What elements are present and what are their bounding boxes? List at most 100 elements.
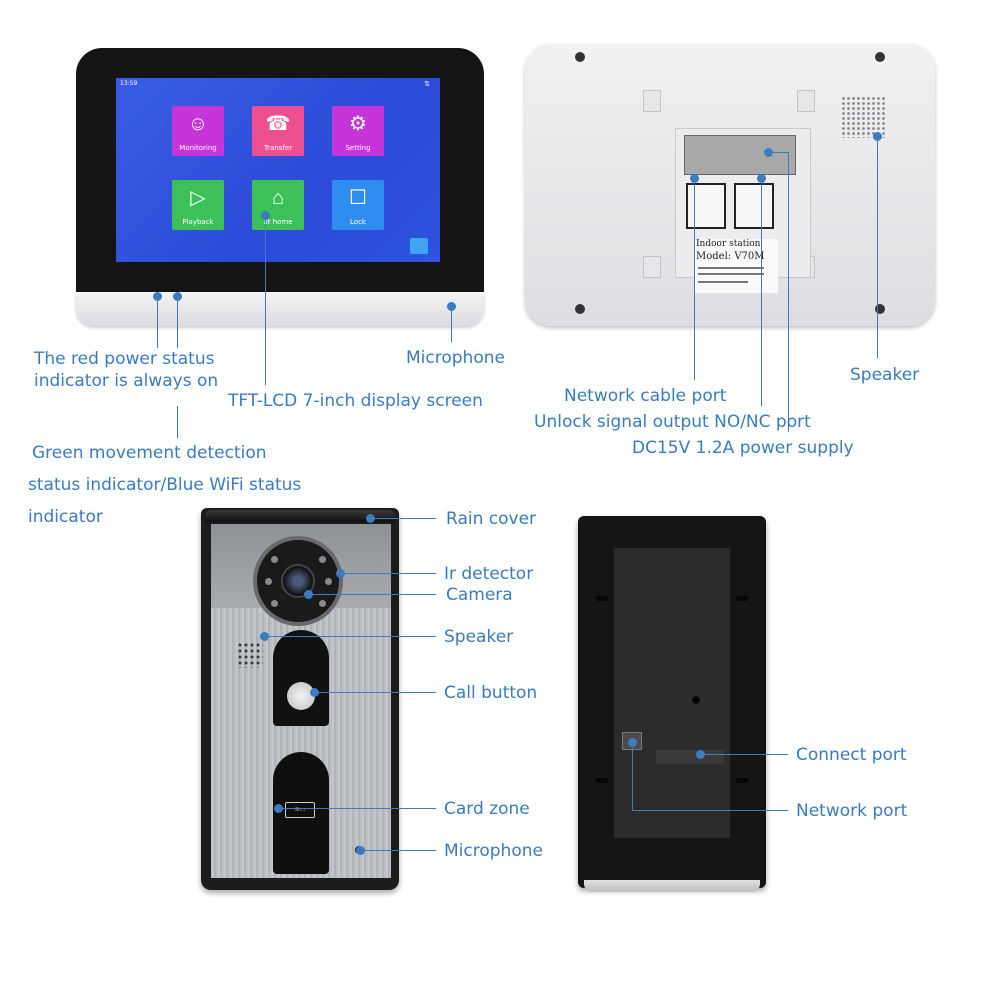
callout-dot [696, 750, 705, 759]
callout-line-power [157, 296, 158, 348]
app-label: at home [263, 218, 293, 226]
callout-line-mic [451, 306, 452, 342]
callout-dot [757, 174, 766, 183]
sticker-title: Indoor station [696, 239, 761, 249]
home-icon: ⌂ [271, 187, 285, 209]
callout-line-call [314, 692, 436, 693]
callout-dot [153, 292, 162, 301]
indoor-monitor-back: Indoor station Model: V70M [525, 44, 935, 326]
terminal-connectors [684, 135, 796, 175]
mount-clip [643, 90, 661, 112]
callout-dot [304, 590, 313, 599]
speaker-grille [237, 642, 263, 668]
app-monitoring[interactable]: ☺ Monitoring [172, 106, 224, 156]
label-microphone-door: Microphone [444, 841, 543, 861]
label-camera: Camera [446, 585, 513, 605]
callout-line-display [265, 215, 266, 385]
door-station-front: ≋▭ [201, 508, 399, 890]
callout-line-card [278, 808, 436, 809]
door-station-back [578, 516, 766, 894]
label-status-indicator-2: status indicator/Blue WiFi status [28, 475, 302, 495]
gear-icon: ⚙ [349, 113, 367, 135]
cable-hole [692, 696, 700, 704]
rain-cover-top [205, 510, 395, 522]
mounting-recess [614, 548, 730, 838]
callout-line-mic-door [360, 850, 436, 851]
app-setting[interactable]: ⚙ Setting [332, 106, 384, 156]
callout-dot [628, 738, 637, 747]
play-icon: ▷ [190, 187, 206, 209]
camera-ring [253, 536, 343, 626]
screw [875, 304, 885, 314]
callout-line-power-h [768, 152, 788, 153]
mount-slot [596, 778, 608, 783]
monitor-screen: 13:59 ⇅ ☺ Monitoring ☎ Transfer ⚙ Settin… [116, 78, 440, 262]
label-speaker-top: Speaker [850, 365, 920, 385]
callout-line-power-supply [788, 152, 789, 432]
mount-slot [736, 596, 748, 601]
callout-line-rain-cover [370, 518, 436, 519]
app-label: Lock [350, 218, 366, 226]
ir-led [319, 600, 326, 607]
callout-dot [447, 302, 456, 311]
callout-line-status-lower [177, 406, 178, 438]
message-button[interactable] [410, 238, 428, 254]
screw [575, 304, 585, 314]
lock-icon: ☐ [349, 187, 367, 209]
call-button[interactable] [287, 682, 315, 710]
callout-line-network-port-v [632, 742, 633, 810]
monitor-base-strip [76, 292, 484, 326]
base-foot [584, 880, 760, 892]
callout-line-status [177, 296, 178, 348]
ir-led [265, 578, 272, 585]
label-power-indicator-2: indicator is always on [34, 371, 219, 391]
callout-dot [310, 688, 319, 697]
mount-slot [736, 778, 748, 783]
label-microphone-top: Microphone [406, 348, 505, 368]
callout-line-unlock [761, 178, 762, 406]
screw [575, 52, 585, 62]
callout-dot [274, 804, 283, 813]
label-connect-port: Connect port [796, 745, 907, 765]
label-card-zone: Card zone [444, 799, 530, 819]
app-label: Transfer [263, 144, 293, 152]
callout-line-network-port [632, 810, 788, 811]
mount-slot [596, 596, 608, 601]
model-sticker: Indoor station Model: V70M [694, 239, 778, 293]
mount-clip [643, 256, 661, 278]
label-power-supply: DC15V 1.2A power supply [632, 438, 854, 458]
app-label: Setting [345, 144, 371, 152]
phone-icon: ☎ [265, 113, 291, 135]
user-icon: ☺ [187, 113, 209, 135]
callout-line-network-cable [694, 178, 695, 380]
indoor-monitor-front: 13:59 ⇅ ☺ Monitoring ☎ Transfer ⚙ Settin… [76, 48, 484, 326]
label-network-port: Network port [796, 801, 908, 821]
label-unlock-port: Unlock signal output NO/NC port [534, 412, 811, 432]
screen-time: 13:59 [120, 80, 138, 87]
speaker-grille [841, 96, 887, 138]
label-ir-detector: Ir detector [444, 564, 534, 584]
mount-clip [797, 90, 815, 112]
callout-dot [261, 211, 270, 220]
connector-bay: Indoor station Model: V70M [675, 128, 811, 293]
app-playback[interactable]: ▷ Playback [172, 180, 224, 230]
label-speaker-door: Speaker [444, 627, 514, 647]
wire-slot [734, 183, 774, 229]
app-lock[interactable]: ☐ Lock [332, 180, 384, 230]
label-display: TFT-LCD 7-inch display screen [228, 391, 483, 411]
wire-slot [686, 183, 726, 229]
label-rain-cover: Rain cover [446, 509, 537, 529]
connect-port[interactable] [656, 750, 724, 764]
app-label: Playback [182, 218, 214, 226]
app-at-home[interactable]: ⌂ at home [252, 180, 304, 230]
callout-dot [260, 632, 269, 641]
callout-line-speaker-door [264, 636, 436, 637]
app-transfer[interactable]: ☎ Transfer [252, 106, 304, 156]
label-call-button: Call button [444, 683, 538, 703]
callout-line-connect [700, 754, 788, 755]
label-status-indicator-3: indicator [28, 507, 103, 527]
ir-led [325, 578, 332, 585]
sticker-fine-print [698, 273, 764, 275]
callout-dot [366, 514, 375, 523]
callout-dot [173, 292, 182, 301]
